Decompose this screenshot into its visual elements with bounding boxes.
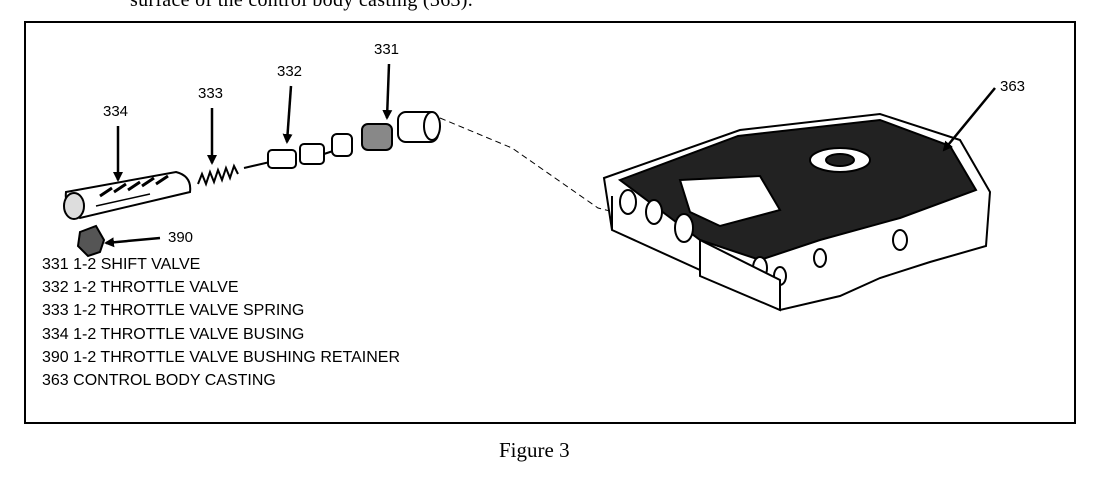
legend-item-390: 390 1-2 THROTTLE VALVE BUSHING RETAINER [42,348,401,366]
figure-frame [24,21,1076,424]
callout-331: 331 [374,41,400,58]
top-text-fragment: surface of the control body casting (363… [130,0,474,11]
spring-333 [197,163,239,187]
legend-item-331: 331 1-2 SHIFT VALVE [42,256,201,273]
shift-valve-331 [331,111,441,157]
throttle-valve-332 [243,143,337,169]
legend-item-332: 332 1-2 THROTTLE VALVE [42,279,239,297]
callout-arrows [104,63,996,248]
alignment-dashed-line [439,117,623,215]
legend-item-363: 363 CONTROL BODY CASTING [42,372,276,390]
bushing-334 [63,170,192,220]
callout-333: 333 [198,85,224,102]
figure-caption: Figure 3 [499,438,570,462]
retainer-390 [76,224,106,258]
callout-390: 390 [168,229,194,246]
legend-item-333: 333 1-2 THROTTLE VALVE SPRING [42,302,305,320]
control-body-casting-363 [602,112,992,312]
parts-legend: 331 1-2 SHIFT VALVE 332 1-2 THROTTLE VAL… [42,253,400,392]
legend-item-334: 334 1-2 THROTTLE VALVE BUSING [42,325,305,343]
callout-332: 332 [277,63,303,80]
callout-363: 363 [1000,78,1026,95]
callout-334: 334 [103,103,129,120]
